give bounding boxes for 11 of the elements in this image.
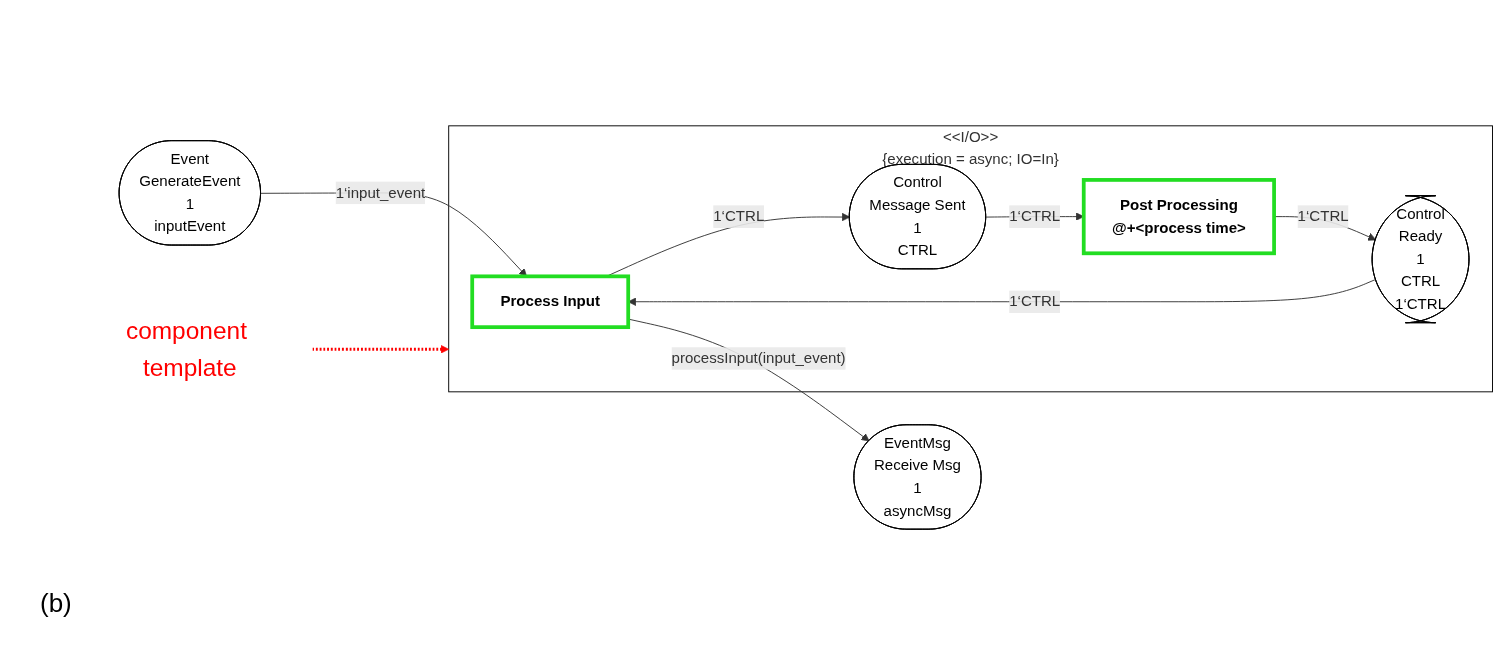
edge-label: processInput(input_event) <box>671 349 846 366</box>
arrow <box>312 345 450 354</box>
node-box: Post Processing @+<process time> <box>1081 178 1276 256</box>
panel-label: (b) <box>40 588 72 618</box>
edge-label: 1‘CTRL <box>713 208 765 225</box>
edge-label: 1‘CTRL <box>1009 293 1061 310</box>
node-box: Process Input <box>470 274 631 330</box>
edge-label: 1‘CTRL <box>1009 208 1061 225</box>
edge-label: 1‘input_event <box>335 184 426 201</box>
node-text: component template <box>125 316 247 382</box>
edge-label: 1‘CTRL <box>1297 208 1349 225</box>
